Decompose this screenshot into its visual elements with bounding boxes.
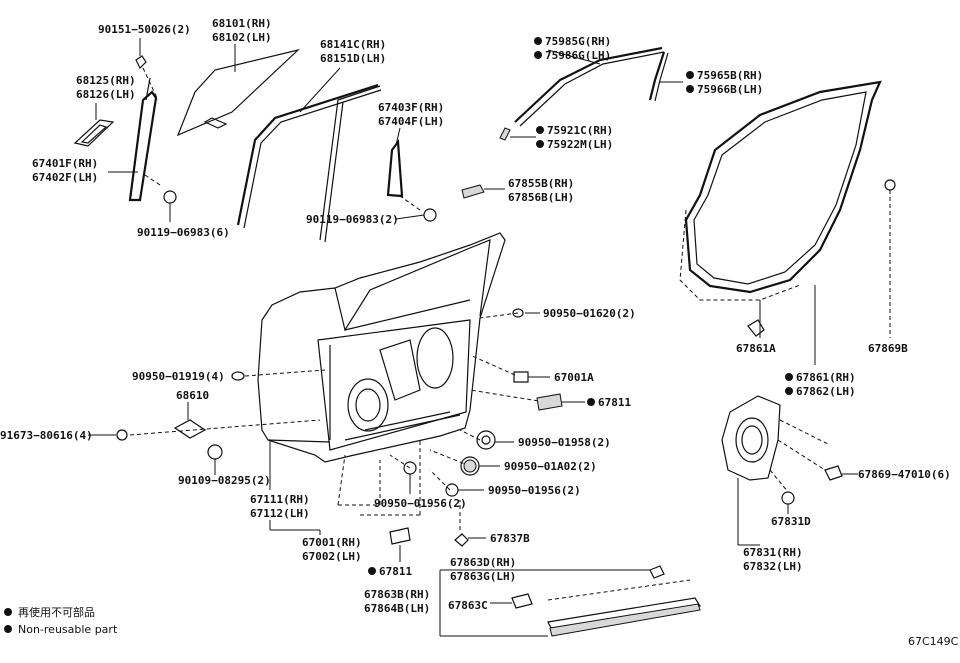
legend-cn-label: 再使用不可部品 [18, 605, 95, 619]
label-68125: 68125(RH) [76, 74, 136, 87]
non-reusable-marker [686, 85, 694, 93]
label-68610: 68610 [176, 389, 209, 402]
label-67002: 67002(LH) [302, 550, 362, 563]
label-75985g: 75985G(RH) [545, 35, 611, 48]
label-67811-b: 67811 [379, 565, 412, 578]
label-67862: 67862(LH) [796, 385, 856, 398]
label-67856b: 67856B(LH) [508, 191, 574, 204]
label-90151: 90151−50026(2) [98, 23, 191, 36]
label-67869-47010: 67869−47010(6) [858, 468, 951, 481]
label-90109: 90109−08295(2) [178, 474, 271, 487]
label-67831: 67831(RH) [743, 546, 803, 559]
label-67001a: 67001A [554, 371, 594, 384]
label-67112: 67112(LH) [250, 507, 310, 520]
legend-en-label: Non-reusable part [18, 623, 118, 636]
non-reusable-marker [785, 387, 793, 395]
label-67402f: 67402F(LH) [32, 171, 98, 184]
label-67837b: 67837B [490, 532, 530, 545]
label-67831d: 67831D [771, 515, 811, 528]
legend-dot [4, 608, 12, 616]
glass-run-part [236, 83, 382, 243]
label-67832: 67832(LH) [743, 560, 803, 573]
label-90119-b: 90119−06983(2) [306, 213, 399, 226]
label-90950-01958: 90950−01958(2) [518, 436, 611, 449]
label-67863d: 67863D(RH) [450, 556, 516, 569]
label-67403f: 67403F(RH) [378, 101, 444, 114]
label-91673: 91673−80616(4) [0, 429, 93, 442]
non-reusable-marker [587, 398, 595, 406]
legend-dot [4, 625, 12, 633]
clip-67861a-part [747, 319, 765, 337]
label-68151d: 68151D(LH) [320, 52, 386, 65]
door-panel-part [257, 232, 506, 463]
clip-67869b-part [884, 179, 896, 191]
label-68101: 68101(RH) [212, 17, 272, 30]
non-reusable-marker [534, 51, 542, 59]
label-90950-01956-a: 90950−01956(2) [374, 497, 467, 510]
label-67863c: 67863C [448, 599, 488, 612]
non-reusable-marker [536, 126, 544, 134]
label-90119-a: 90119−06983(6) [137, 226, 230, 239]
door-leader-lines [129, 312, 546, 530]
belt-moulding-part [499, 46, 669, 141]
non-reusable-marker [534, 37, 542, 45]
non-reusable-marker [686, 71, 694, 79]
diagram-code: 67C149C [908, 635, 959, 648]
clip-67855b-part [461, 184, 485, 199]
label-67811-a: 67811 [598, 396, 631, 409]
label-67404f: 67404F(LH) [378, 115, 444, 128]
label-67861: 67861(RH) [796, 371, 856, 384]
clip-90151-part [135, 55, 147, 70]
label-67863g: 67863G(LH) [450, 570, 516, 583]
label-90950-01620: 90950−01620(2) [543, 307, 636, 320]
non-reusable-marker [368, 567, 376, 575]
label-67864b: 67864B(LH) [364, 602, 430, 615]
plug-parts [231, 308, 563, 547]
garnish-68125-part [73, 119, 115, 147]
label-67111: 67111(RH) [250, 493, 310, 506]
label-90950-01956-b: 90950−01956(2) [488, 484, 581, 497]
door-weatherstrip-part [679, 80, 882, 301]
rocker-moulding-part [511, 565, 701, 637]
rear-frame-part [386, 138, 404, 198]
label-75965b: 75965B(RH) [697, 69, 763, 82]
door-check-part [116, 419, 223, 460]
label-90950-01919: 90950−01919(4) [132, 370, 225, 383]
label-67001: 67001(RH) [302, 536, 362, 549]
label-68102: 68102(LH) [212, 31, 272, 44]
label-67855b: 67855B(RH) [508, 177, 574, 190]
label-75922m: 75922M(LH) [547, 138, 613, 151]
label-67869b: 67869B [868, 342, 908, 355]
label-75966b: 75966B(LH) [697, 83, 763, 96]
label-68126: 68126(LH) [76, 88, 136, 101]
label-90950-01a02: 90950−01A02(2) [504, 460, 597, 473]
label-67401f: 67401F(RH) [32, 157, 98, 170]
non-reusable-marker [536, 140, 544, 148]
label-67861a: 67861A [736, 342, 776, 355]
service-hole-cover-part [721, 395, 843, 505]
label-68141c: 68141C(RH) [320, 38, 386, 51]
door-glass-part [176, 48, 301, 137]
label-75921c: 75921C(RH) [547, 124, 613, 137]
non-reusable-marker [785, 373, 793, 381]
label-67863b: 67863B(RH) [364, 588, 430, 601]
label-75986g: 75986G(LH) [545, 49, 611, 62]
